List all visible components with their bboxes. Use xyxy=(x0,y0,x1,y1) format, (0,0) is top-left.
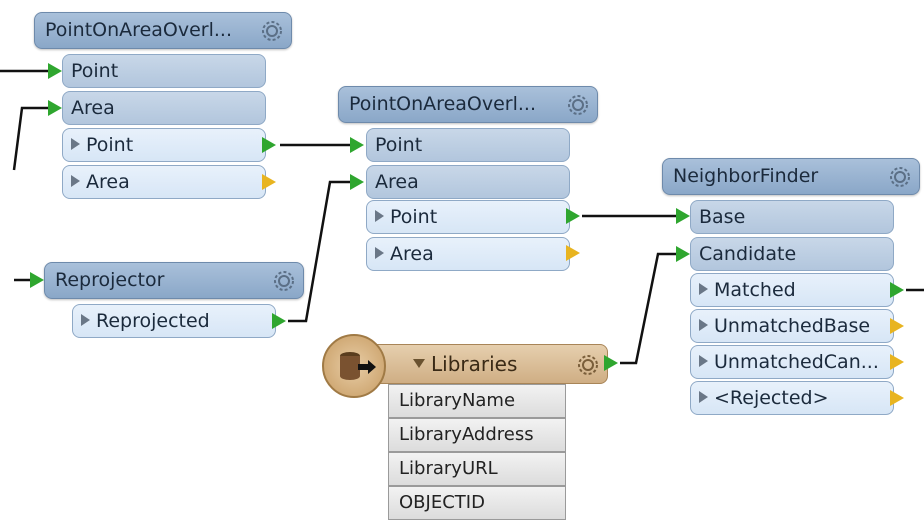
reader-title: Libraries xyxy=(431,352,518,376)
attribute-row: LibraryName xyxy=(388,384,566,418)
green-arrow-icon[interactable] xyxy=(262,137,276,153)
port-label: Point xyxy=(390,206,438,228)
input-port-area[interactable]: Area xyxy=(366,165,570,199)
port-label: Base xyxy=(699,206,746,228)
input-port-point[interactable]: Point xyxy=(366,128,570,162)
input-port-area[interactable]: Area xyxy=(62,91,266,125)
output-port-reprojected[interactable]: Reprojected xyxy=(72,304,276,338)
yellow-arrow-icon[interactable] xyxy=(890,390,904,406)
transformer-title: NeighborFinder xyxy=(673,165,819,187)
output-port-point[interactable]: Point xyxy=(366,200,570,234)
database-reader-icon[interactable] xyxy=(322,334,386,398)
gear-icon[interactable] xyxy=(575,352,601,378)
green-arrow-icon[interactable] xyxy=(350,137,364,153)
yellow-arrow-icon[interactable] xyxy=(890,318,904,334)
port-label: Point xyxy=(375,134,423,156)
port-label: Matched xyxy=(714,279,796,301)
output-port-unmatchedbase[interactable]: UnmatchedBase xyxy=(690,309,894,343)
green-arrow-icon[interactable] xyxy=(48,63,62,79)
transformer-header[interactable]: Reprojector xyxy=(44,262,304,299)
expand-triangle-icon[interactable] xyxy=(699,390,708,403)
green-arrow-icon[interactable] xyxy=(30,272,44,288)
attribute-row: OBJECTID xyxy=(388,486,566,520)
green-arrow-icon[interactable] xyxy=(604,355,618,371)
yellow-arrow-icon[interactable] xyxy=(566,245,580,261)
green-arrow-icon[interactable] xyxy=(676,246,690,262)
output-port-rejected[interactable]: <Rejected> xyxy=(690,381,894,415)
attribute-label: LibraryAddress xyxy=(399,424,534,445)
expand-triangle-icon[interactable] xyxy=(699,282,708,295)
port-label: Reprojected xyxy=(96,310,210,332)
port-label: UnmatchedCan... xyxy=(714,351,879,373)
port-label: Candidate xyxy=(699,243,797,265)
port-label: UnmatchedBase xyxy=(714,315,871,337)
yellow-arrow-icon[interactable] xyxy=(890,354,904,370)
green-arrow-icon[interactable] xyxy=(676,208,690,224)
reader-header[interactable]: Libraries xyxy=(370,344,608,384)
expand-triangle-icon[interactable] xyxy=(699,354,708,367)
expand-triangle-icon[interactable] xyxy=(71,137,80,150)
attribute-label: LibraryURL xyxy=(399,458,498,479)
output-port-matched[interactable]: Matched xyxy=(690,273,894,307)
green-arrow-icon[interactable] xyxy=(350,174,364,190)
gear-icon[interactable] xyxy=(565,92,591,118)
transformer-header[interactable]: PointOnAreaOverl... xyxy=(338,86,598,123)
gear-icon[interactable] xyxy=(259,18,285,44)
green-arrow-icon[interactable] xyxy=(48,100,62,116)
collapse-triangle-icon[interactable] xyxy=(413,359,425,368)
expand-triangle-icon[interactable] xyxy=(375,246,384,259)
port-label: Area xyxy=(375,171,419,193)
expand-triangle-icon[interactable] xyxy=(699,318,708,331)
output-port-unmatchedcandidate[interactable]: UnmatchedCan... xyxy=(690,345,894,379)
wire-libraries-to-nf-candidate xyxy=(620,252,676,365)
attribute-row: LibraryURL xyxy=(388,452,566,486)
input-port-candidate[interactable]: Candidate xyxy=(690,237,894,271)
transformer-title: PointOnAreaOverl... xyxy=(45,19,232,41)
green-arrow-icon[interactable] xyxy=(566,208,580,224)
attribute-label: LibraryName xyxy=(399,390,516,411)
transformer-title: PointOnAreaOverl... xyxy=(349,93,536,115)
transformer-title: Reprojector xyxy=(55,269,165,291)
expand-triangle-icon[interactable] xyxy=(375,209,384,222)
port-label: <Rejected> xyxy=(714,387,829,409)
port-label: Point xyxy=(86,134,134,156)
yellow-arrow-icon[interactable] xyxy=(262,174,276,190)
database-icon xyxy=(340,352,376,380)
output-port-area[interactable]: Area xyxy=(366,237,570,271)
wire-into-poa1-area xyxy=(12,106,48,171)
expand-triangle-icon[interactable] xyxy=(71,174,80,187)
expand-triangle-icon[interactable] xyxy=(81,313,90,326)
green-arrow-icon[interactable] xyxy=(272,313,286,329)
green-arrow-icon[interactable] xyxy=(890,282,904,298)
output-port-point[interactable]: Point xyxy=(62,128,266,162)
gear-icon[interactable] xyxy=(271,268,297,294)
gear-icon[interactable] xyxy=(887,164,913,190)
transformer-header[interactable]: PointOnAreaOverl... xyxy=(34,12,292,49)
port-label: Area xyxy=(71,97,115,119)
port-label: Area xyxy=(390,243,434,265)
attribute-row: LibraryAddress xyxy=(388,418,566,452)
wire-reprojector-to-poa2-area xyxy=(288,180,350,323)
attribute-label: OBJECTID xyxy=(399,492,485,513)
output-port-area[interactable]: Area xyxy=(62,165,266,199)
port-label: Area xyxy=(86,171,130,193)
input-port-base[interactable]: Base xyxy=(690,200,894,234)
transformer-header[interactable]: NeighborFinder xyxy=(662,158,920,195)
port-label: Point xyxy=(71,60,119,82)
input-port-point[interactable]: Point xyxy=(62,54,266,88)
